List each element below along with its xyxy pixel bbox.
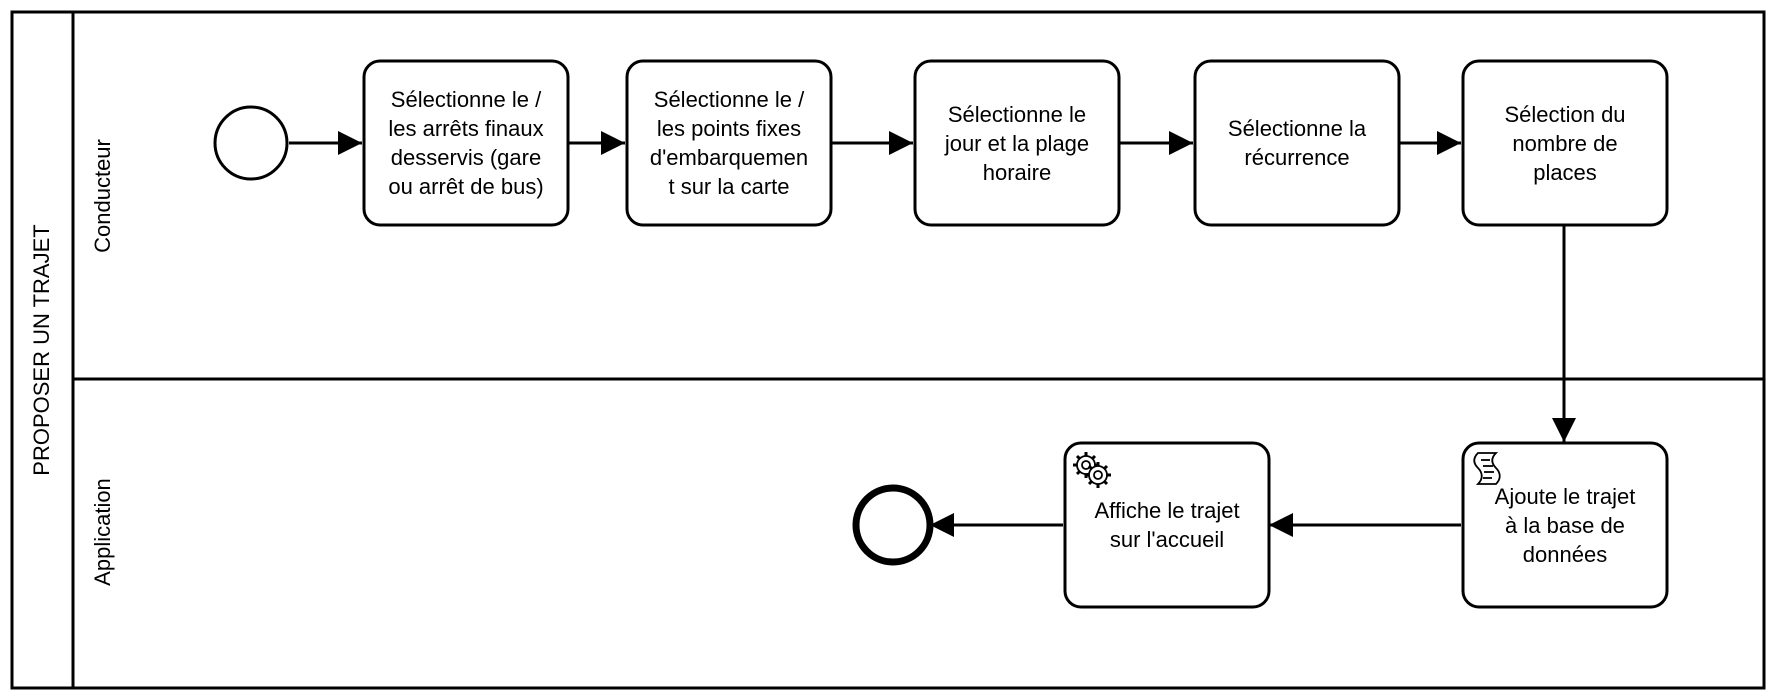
end-event[interactable] xyxy=(852,484,934,566)
task-select-seats[interactable] xyxy=(1461,59,1669,227)
start-event[interactable] xyxy=(213,105,289,181)
task-add-to-database[interactable] xyxy=(1461,441,1669,609)
sequence-flows xyxy=(289,131,1576,537)
task-select-recurrence[interactable] xyxy=(1193,59,1401,227)
pool-border xyxy=(10,10,1766,690)
task-select-boarding-points[interactable] xyxy=(625,59,833,227)
pool-label: PROPOSER UN TRAJET xyxy=(29,224,54,475)
task-select-final-stops[interactable] xyxy=(362,59,570,227)
task-display-on-home[interactable] xyxy=(1063,441,1271,609)
lane-label-application: Application xyxy=(90,478,115,586)
gear-icon xyxy=(1073,452,1111,488)
lane-label-conducteur: Conducteur xyxy=(90,139,115,253)
script-icon xyxy=(1473,452,1501,485)
task-select-day-time[interactable] xyxy=(913,59,1121,227)
